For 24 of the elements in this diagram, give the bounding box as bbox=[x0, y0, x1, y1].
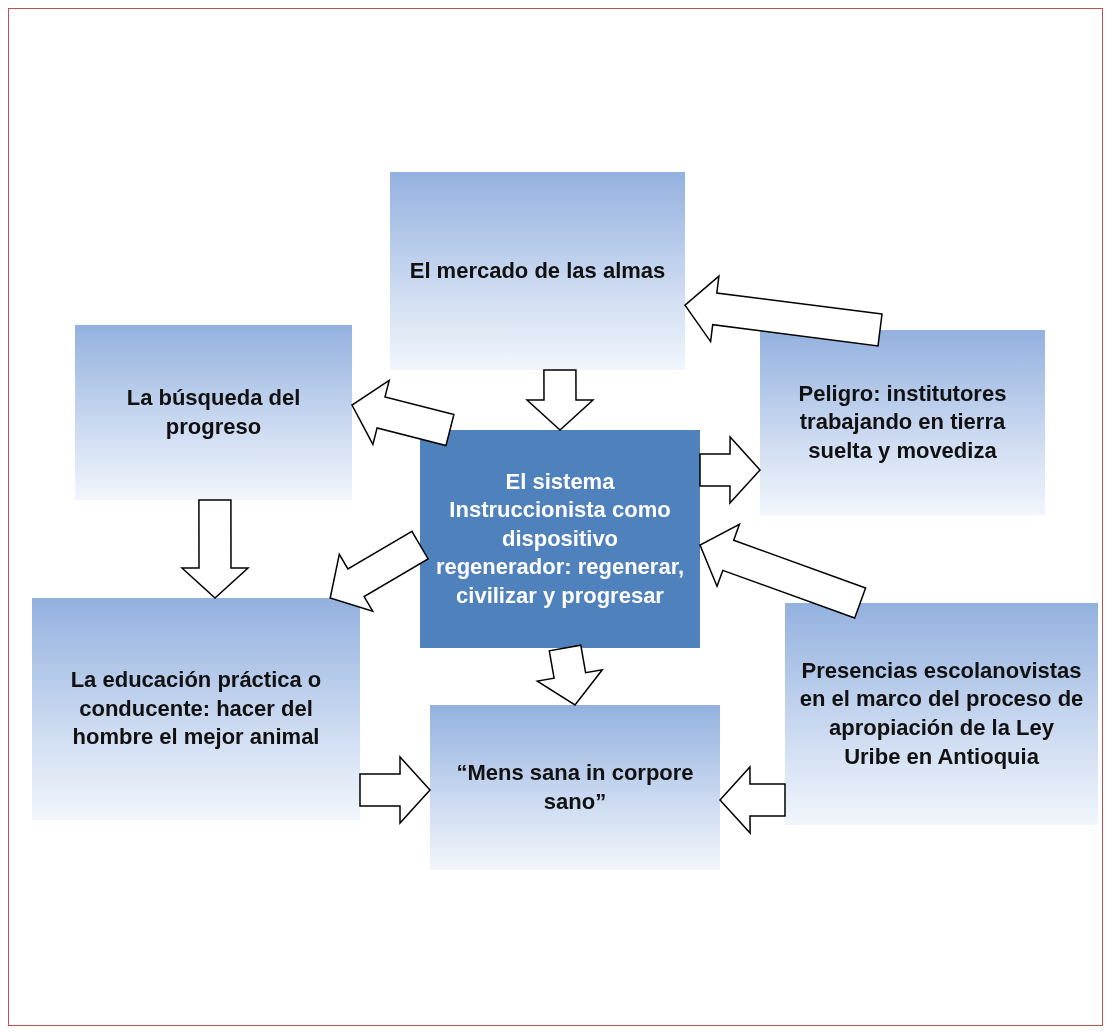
block-arrow bbox=[329, 530, 430, 613]
box-text: El mercado de las almas bbox=[409, 256, 666, 285]
box-text: Peligro: institutores trabajando en tierra suelta y movediza bbox=[797, 379, 1008, 465]
box-text: El sistema Instruccionista como dispositivo regenerador: regenerar, civilizar y progresar bbox=[434, 467, 686, 610]
block-arrow bbox=[684, 274, 883, 347]
block-arrow bbox=[525, 369, 595, 431]
block-arrow bbox=[535, 644, 605, 706]
box-text: La búsqueda del progreso bbox=[125, 383, 302, 441]
concept-box bbox=[760, 330, 1045, 515]
block-arrow bbox=[719, 765, 786, 835]
concept-box bbox=[390, 172, 685, 370]
concept-box bbox=[785, 603, 1098, 825]
box-text: “Mens sana in corpore sano” bbox=[455, 758, 695, 816]
block-arrow bbox=[359, 755, 431, 825]
box-text: La educación práctica o conducente: hacer del hombre el mejor animal bbox=[69, 666, 323, 752]
concept-box bbox=[32, 598, 360, 820]
block-arrow bbox=[180, 499, 250, 599]
concept-box bbox=[430, 705, 720, 870]
block-arrow bbox=[699, 435, 761, 505]
block-arrow bbox=[699, 522, 867, 619]
box-text: Presencias escolanovistas en el marco del proceso de apropiación de la Ley Uribe en Antioquia bbox=[799, 656, 1084, 771]
concept-box bbox=[75, 325, 352, 500]
block-arrow bbox=[351, 378, 455, 447]
central-box bbox=[420, 430, 700, 648]
